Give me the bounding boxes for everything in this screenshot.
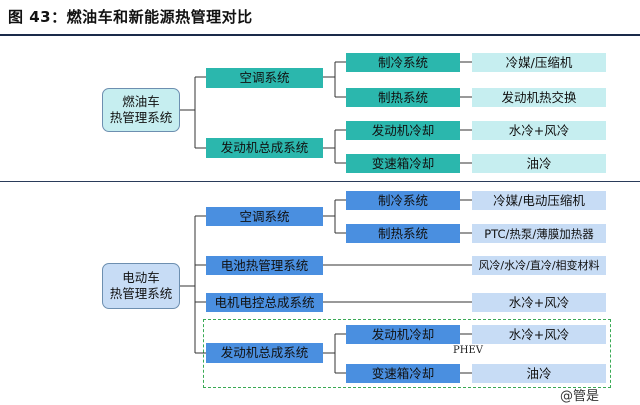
fuel-heating-node: 制热系统	[346, 88, 460, 107]
ev-motor-detail: 水冷+风冷	[472, 293, 606, 312]
ev-battery-detail: 风冷/水冷/直冷/相变材料	[472, 256, 606, 275]
ev-engine-cooling-node: 发动机冷却	[346, 325, 460, 344]
fuel-engine-assembly-node: 发动机总成系统	[206, 138, 323, 158]
fuel-engine-cooling-node: 发动机冷却	[346, 121, 460, 140]
title-rule	[0, 34, 640, 36]
ev-cooling-node: 制冷系统	[346, 191, 460, 210]
ev-engine-assembly-node: 发动机总成系统	[206, 343, 323, 363]
ev-cooling-detail: 冷媒/电动压缩机	[472, 191, 606, 210]
fuel-gearbox-cooling-detail: 油冷	[472, 154, 606, 173]
ev-heating-detail: PTC/热泵/薄膜加热器	[472, 224, 606, 243]
ev-ac-node: 空调系统	[206, 207, 323, 226]
fuel-cooling-detail: 冷媒/压缩机	[472, 53, 606, 72]
ev-heating-node: 制热系统	[346, 224, 460, 243]
fuel-engine-cooling-detail: 水冷+风冷	[472, 121, 606, 140]
figure-title: 图 43：燃油车和新能源热管理对比	[8, 8, 253, 26]
fuel-gearbox-cooling-node: 变速箱冷却	[346, 154, 460, 173]
ev-battery-node: 电池热管理系统	[206, 256, 323, 275]
ev-gearbox-cooling-detail: 油冷	[472, 364, 606, 383]
watermark: @管是	[560, 389, 600, 404]
section-divider	[0, 181, 640, 182]
ev-root-node: 电动车 热管理系统	[102, 263, 180, 309]
ev-gearbox-cooling-node: 变速箱冷却	[346, 364, 460, 383]
fuel-cooling-node: 制冷系统	[346, 53, 460, 72]
phev-label: PHEV	[453, 345, 483, 356]
fuel-ac-node: 空调系统	[206, 68, 323, 88]
fuel-root-node: 燃油车 热管理系统	[102, 88, 180, 132]
phev-dashed-group	[203, 319, 611, 388]
fuel-heating-detail: 发动机热交换	[472, 88, 606, 107]
ev-motor-node: 电机电控总成系统	[206, 293, 323, 312]
ev-engine-cooling-detail: 水冷+风冷	[472, 325, 606, 344]
